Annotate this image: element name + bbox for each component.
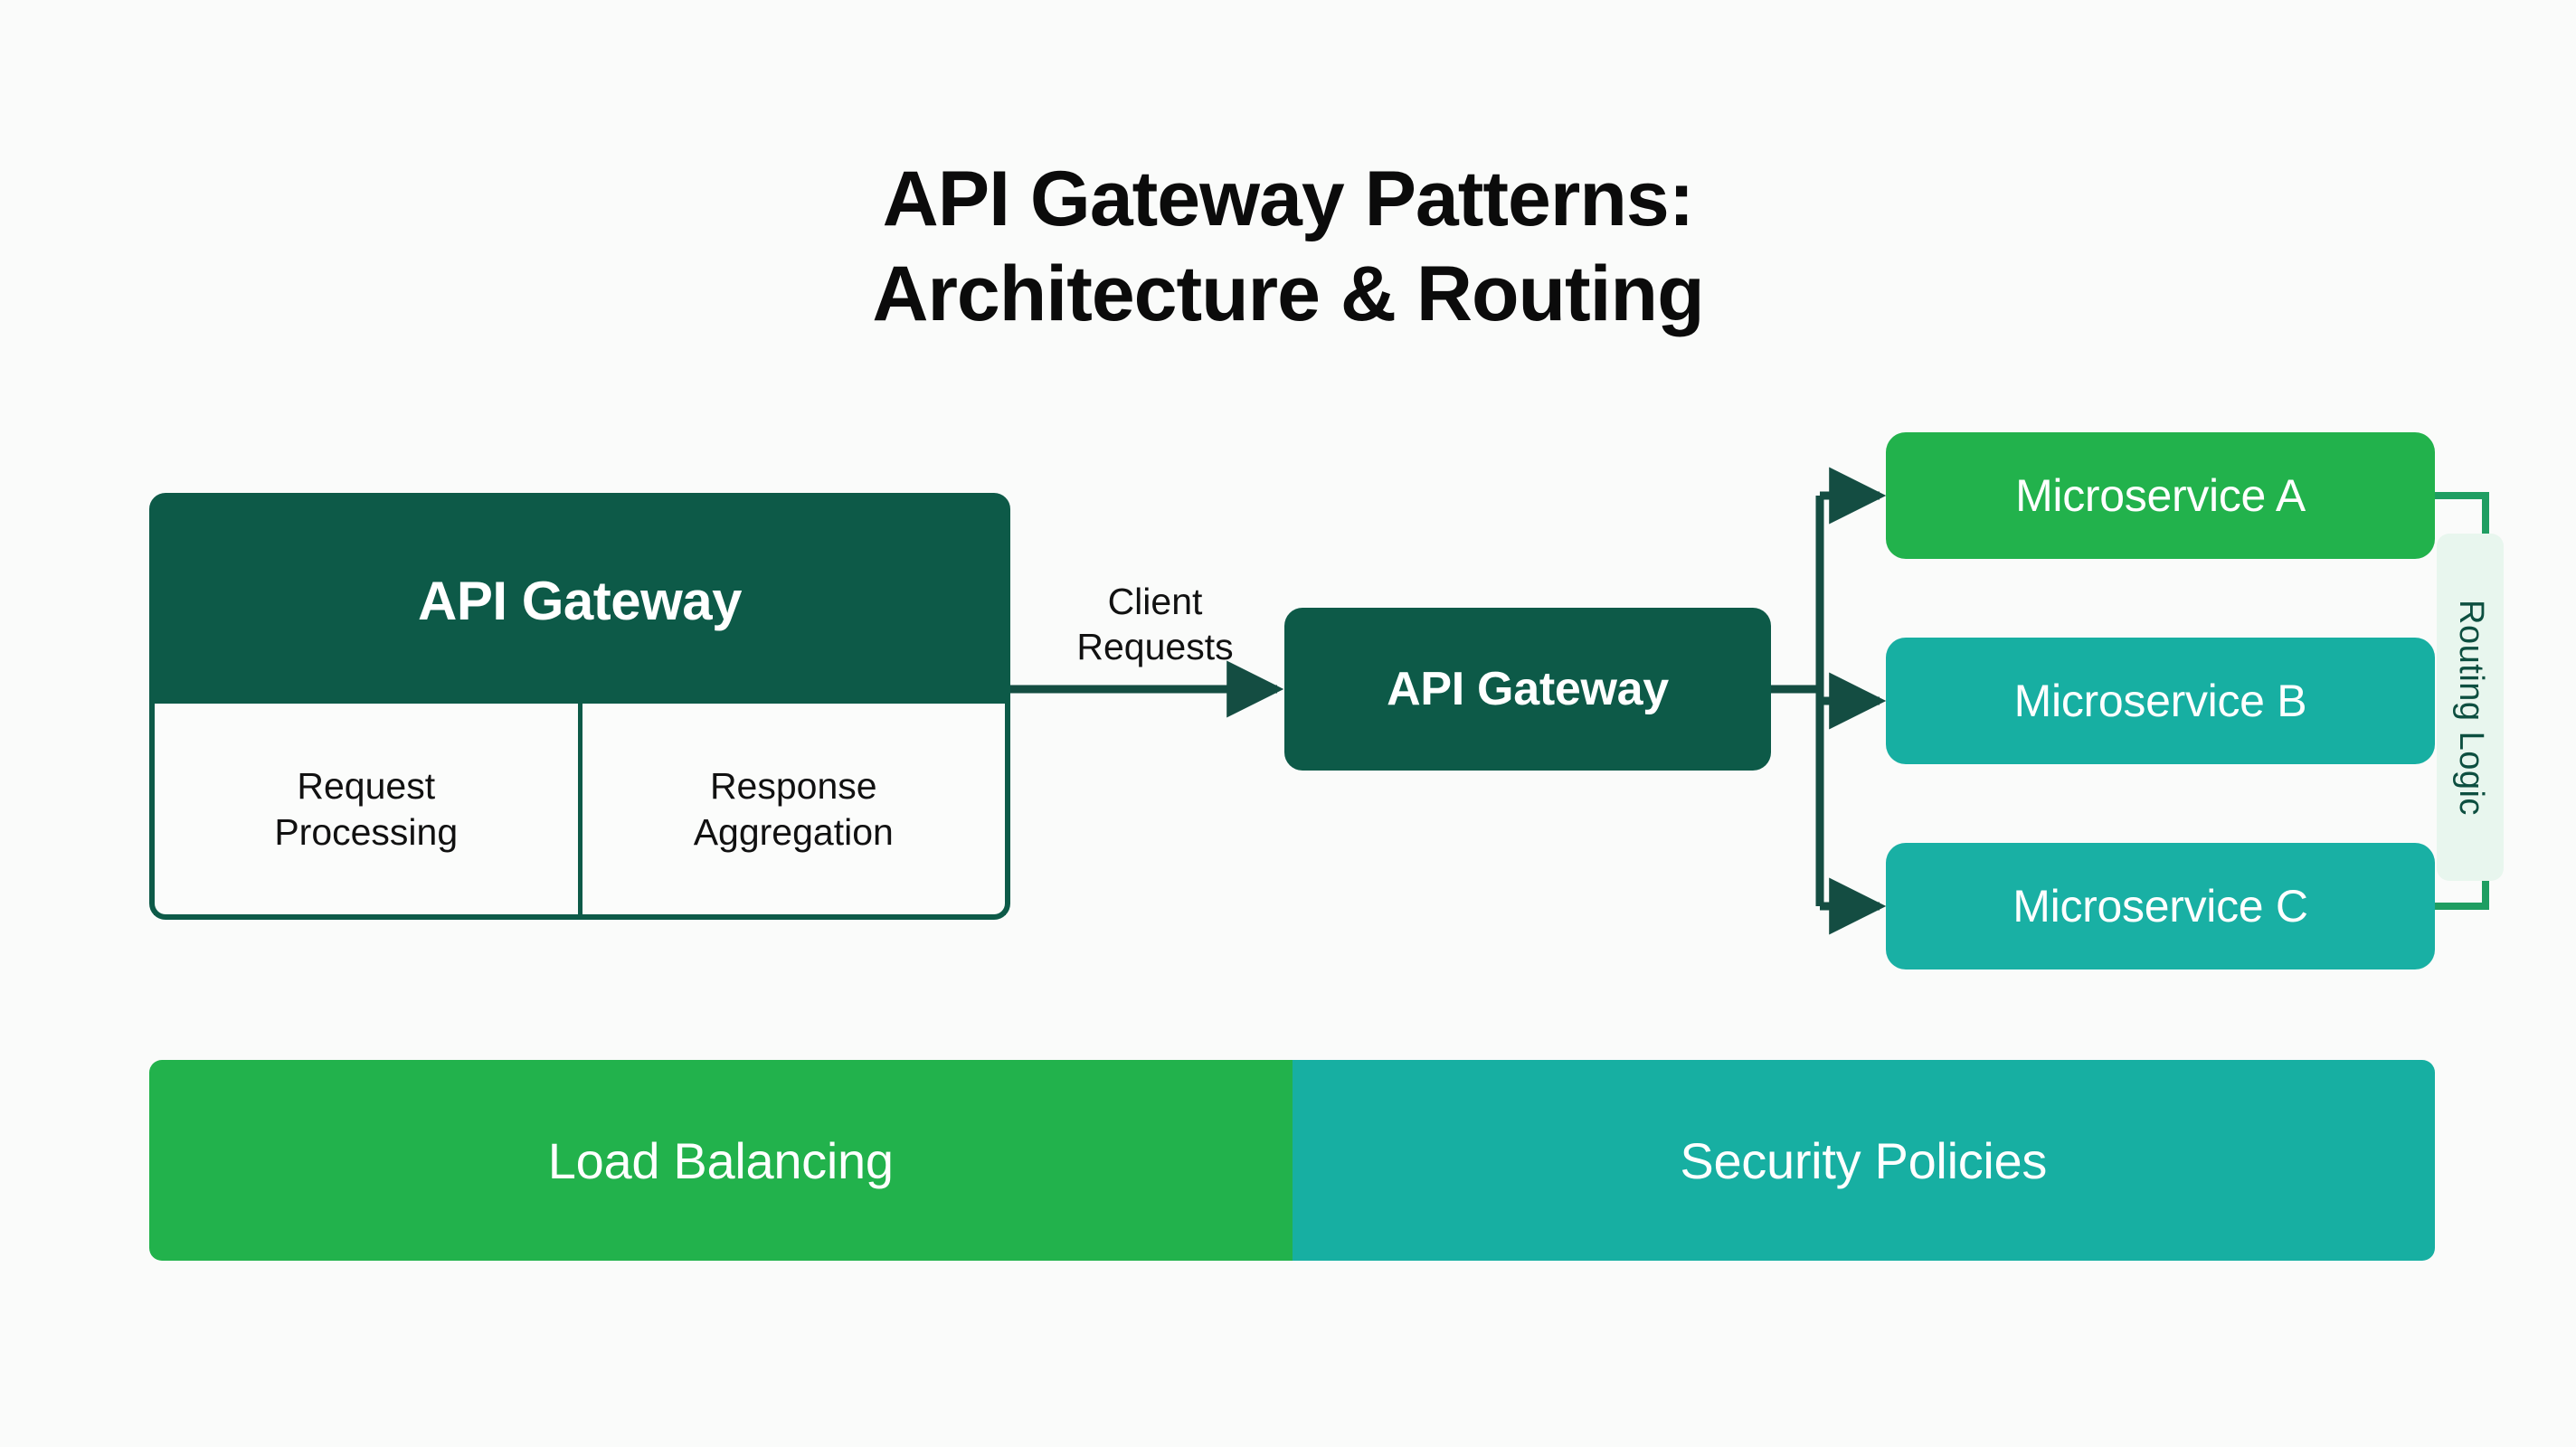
routing-logic-label: Routing Logic: [2451, 599, 2490, 816]
branch-trunk: [1771, 496, 1824, 906]
capabilities-bar: Load Balancing Security Policies: [149, 1060, 2435, 1261]
node-microservice-c[interactable]: Microservice C: [1886, 843, 2435, 969]
api-gateway-card-body: Request Processing Response Aggregation: [154, 704, 1006, 915]
node-microservice-b[interactable]: Microservice B: [1886, 638, 2435, 764]
capability-security-policies[interactable]: Security Policies: [1292, 1060, 2435, 1261]
node-api-gateway[interactable]: API Gateway: [1284, 608, 1771, 771]
page-title-line-2: Architecture & Routing: [872, 250, 1704, 337]
api-gateway-card-title: API Gateway: [418, 570, 743, 631]
node-microservice-a[interactable]: Microservice A: [1886, 432, 2435, 559]
capability-load-balancing[interactable]: Load Balancing: [149, 1060, 1293, 1261]
card-cell-response-aggregation[interactable]: Response Aggregation: [582, 704, 1005, 914]
page-title: API Gateway Patterns: Architecture & Rou…: [0, 152, 2576, 342]
edge-label-client-requests: Client Requests: [1076, 581, 1234, 668]
card-cell-request-processing[interactable]: Request Processing: [155, 704, 578, 914]
page-title-line-1: API Gateway Patterns:: [882, 156, 1695, 242]
card-cell-response-aggregation-label: Response Aggregation: [693, 765, 894, 853]
routing-logic-panel[interactable]: Routing Logic: [2437, 534, 2504, 881]
api-gateway-card[interactable]: API Gateway Request Processing Response …: [149, 493, 1010, 920]
card-cell-request-processing-label: Request Processing: [274, 765, 459, 853]
